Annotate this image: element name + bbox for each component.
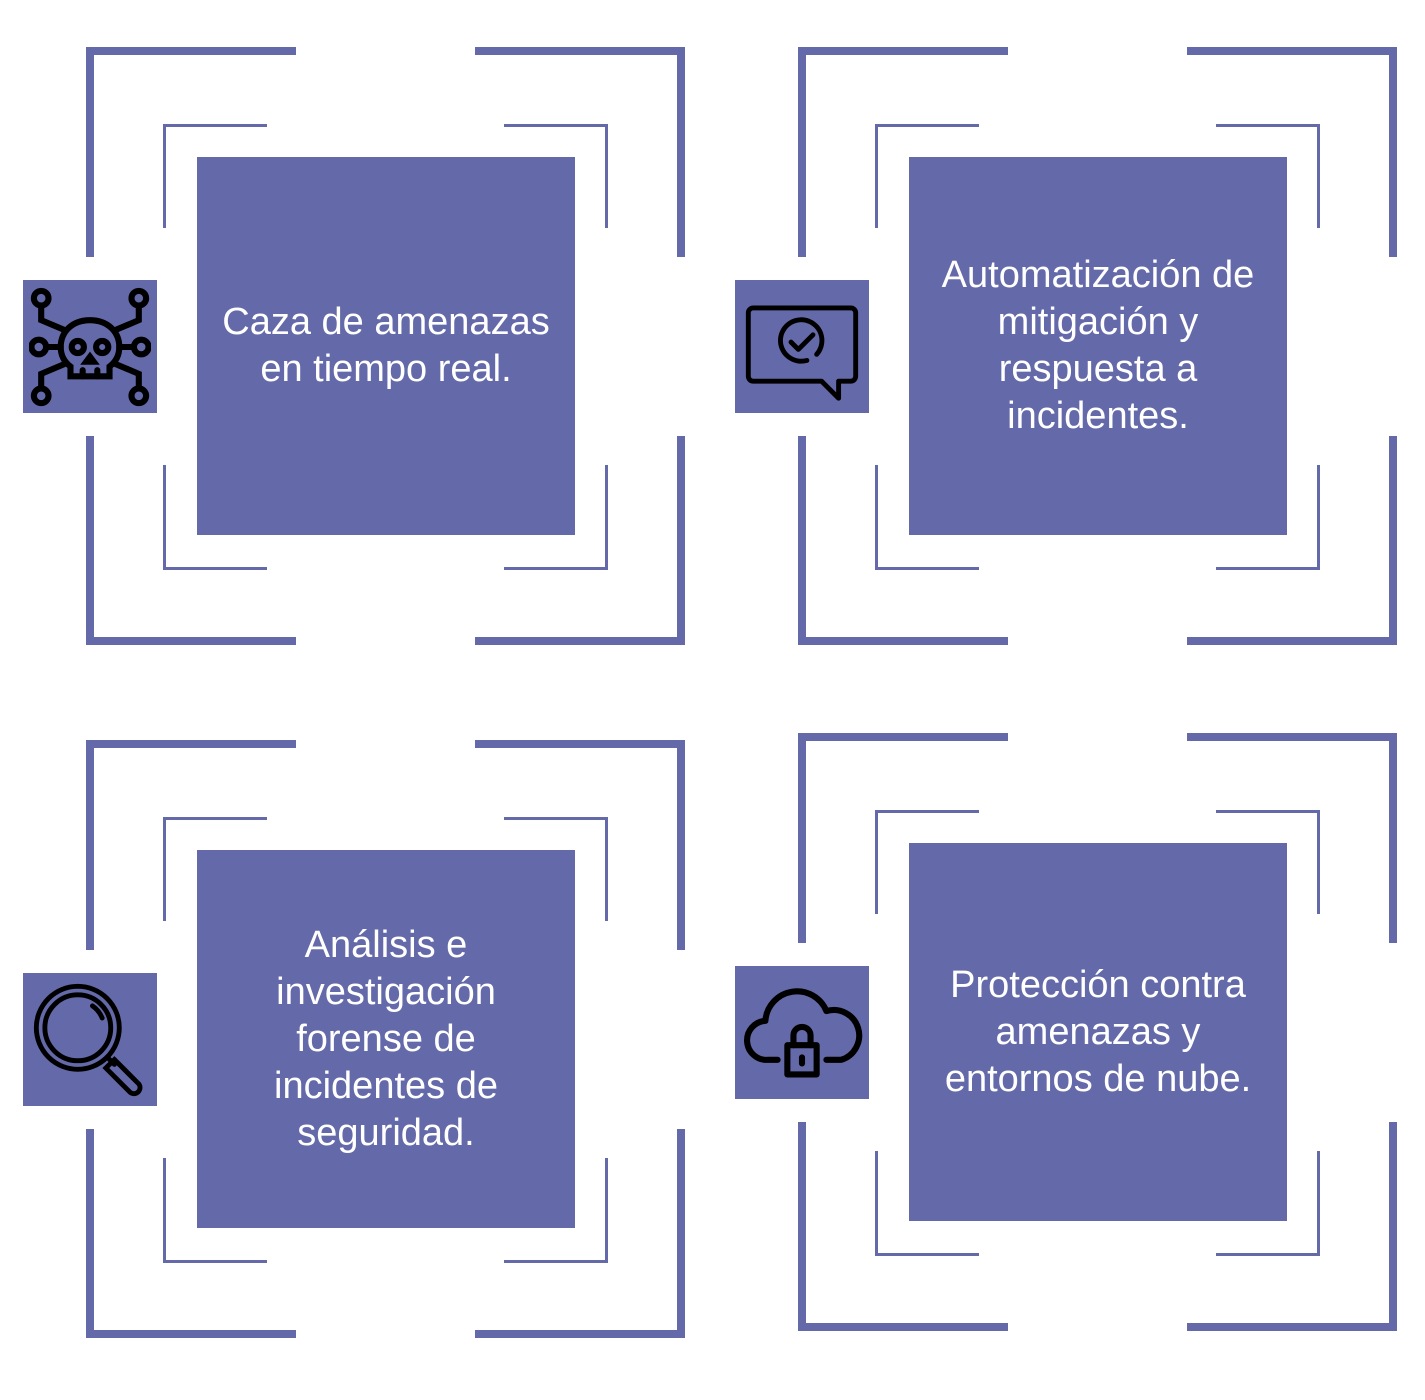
- frame-line: [504, 817, 608, 820]
- frame-line: [504, 124, 608, 127]
- frame-line: [163, 817, 166, 921]
- frame-line: [163, 124, 166, 228]
- card-automation: Automatización de mitigación y respuesta…: [735, 47, 1425, 667]
- frame-line: [1317, 810, 1320, 914]
- frame-line: [875, 124, 979, 127]
- frame-line: [798, 1323, 1008, 1331]
- frame-line: [163, 1260, 267, 1263]
- card-text: Protección contra amenazas y entornos de…: [944, 963, 1252, 1100]
- frame-line: [798, 1122, 806, 1331]
- magnifier-icon: [23, 973, 157, 1106]
- frame-line: [875, 810, 979, 813]
- frame-line: [1216, 124, 1320, 127]
- frame-line: [163, 567, 267, 570]
- frame-line: [605, 1158, 608, 1263]
- frame-line: [86, 1129, 94, 1338]
- frame-line: [86, 47, 296, 55]
- card-box: Caza de amenazas en tiempo real.: [197, 157, 575, 535]
- card-text: Automatización de mitigación y respuesta…: [941, 254, 1255, 437]
- card-box: Automatización de mitigación y respuesta…: [909, 157, 1287, 535]
- card-box: Análisis e investigación forense de inci…: [197, 850, 575, 1228]
- frame-line: [1389, 1122, 1397, 1331]
- frame-line: [1317, 1151, 1320, 1256]
- frame-line: [677, 1129, 685, 1338]
- frame-line: [677, 47, 685, 257]
- frame-line: [875, 124, 878, 228]
- frame-line: [875, 1151, 878, 1256]
- frame-line: [1216, 567, 1320, 570]
- card-forensics: Análisis e investigación forense de inci…: [23, 740, 723, 1360]
- card-box: Protección contra amenazas y entornos de…: [909, 843, 1287, 1221]
- frame-line: [1317, 465, 1320, 570]
- frame-line: [163, 465, 166, 570]
- frame-line: [475, 47, 685, 55]
- frame-line: [1389, 436, 1397, 645]
- card-threat-hunting: Caza de amenazas en tiempo real.: [23, 47, 723, 667]
- skull-network-icon: [23, 280, 157, 413]
- frame-line: [798, 47, 806, 257]
- frame-line: [1187, 637, 1397, 645]
- card-text: Caza de amenazas en tiempo real.: [222, 301, 550, 390]
- frame-line: [86, 740, 94, 950]
- frame-line: [677, 740, 685, 950]
- frame-line: [504, 1260, 608, 1263]
- frame-line: [798, 436, 806, 645]
- frame-line: [475, 1330, 685, 1338]
- frame-line: [1187, 733, 1397, 741]
- chat-check-icon: [735, 280, 869, 413]
- frame-line: [163, 817, 267, 820]
- frame-line: [798, 637, 1008, 645]
- frame-line: [1216, 810, 1320, 813]
- frame-line: [875, 810, 878, 914]
- frame-line: [163, 1158, 166, 1263]
- frame-line: [875, 567, 979, 570]
- frame-line: [86, 637, 296, 645]
- frame-line: [163, 124, 267, 127]
- frame-line: [86, 1330, 296, 1338]
- frame-line: [875, 1253, 979, 1256]
- frame-line: [504, 567, 608, 570]
- frame-line: [86, 740, 296, 748]
- card-cloud-protection: Protección contra amenazas y entornos de…: [735, 733, 1425, 1353]
- frame-line: [798, 47, 1008, 55]
- frame-line: [1187, 1323, 1397, 1331]
- frame-line: [86, 436, 94, 645]
- frame-line: [1389, 733, 1397, 943]
- cloud-lock-icon: [735, 966, 869, 1099]
- frame-line: [798, 733, 1008, 741]
- frame-line: [605, 817, 608, 921]
- frame-line: [605, 124, 608, 228]
- frame-line: [1389, 47, 1397, 257]
- frame-line: [86, 47, 94, 257]
- frame-line: [605, 465, 608, 570]
- frame-line: [1317, 124, 1320, 228]
- frame-line: [1216, 1253, 1320, 1256]
- frame-line: [475, 637, 685, 645]
- card-text: Análisis e investigación forense de inci…: [274, 923, 498, 1154]
- frame-line: [1187, 47, 1397, 55]
- frame-line: [475, 740, 685, 748]
- frame-line: [875, 465, 878, 570]
- frame-line: [798, 733, 806, 943]
- frame-line: [677, 436, 685, 645]
